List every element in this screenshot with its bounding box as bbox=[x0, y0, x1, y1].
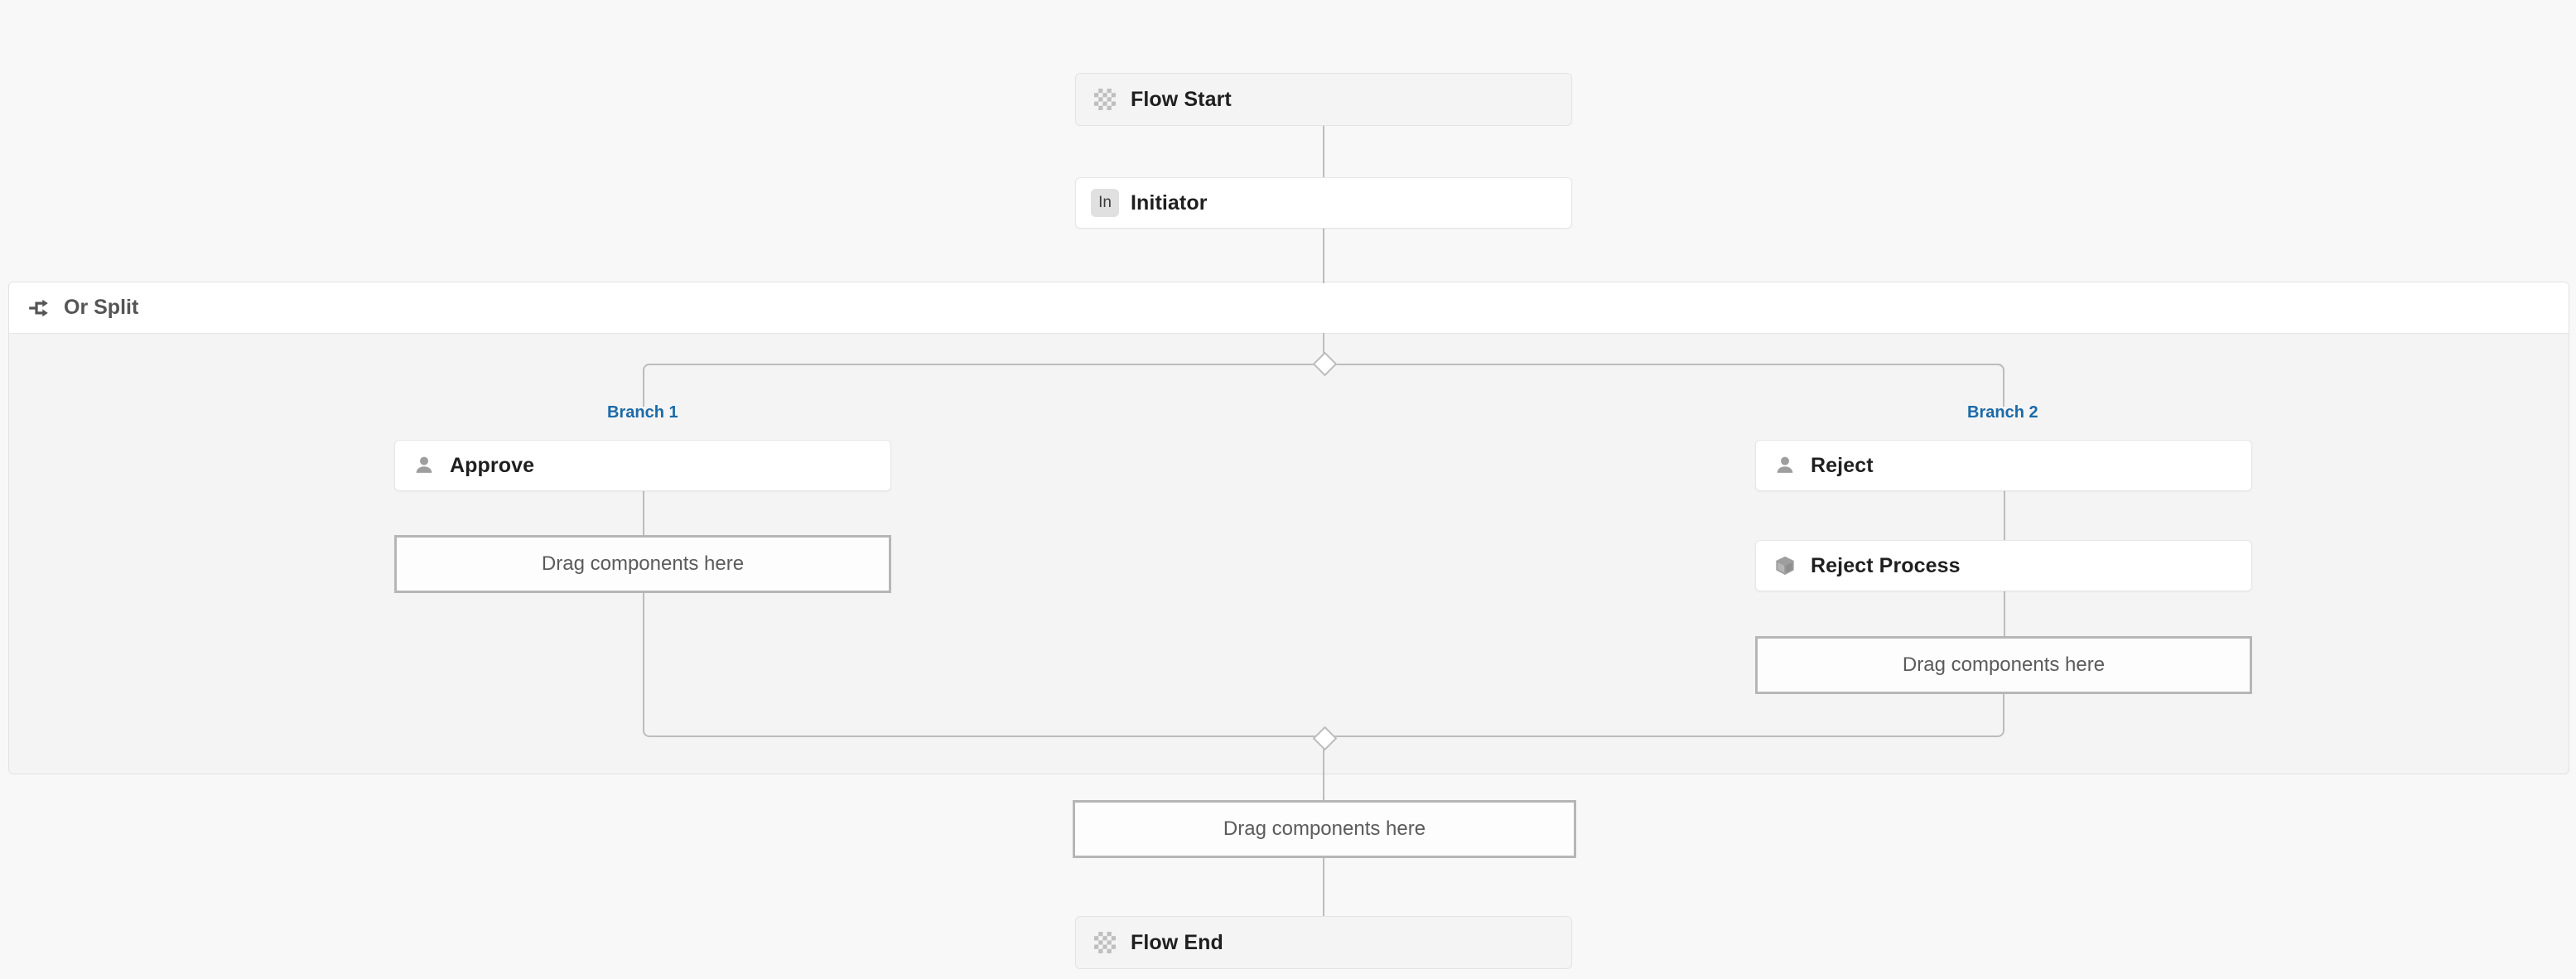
branch-2-label: Branch 2 bbox=[1967, 403, 2038, 422]
approve-node[interactable]: Approve bbox=[394, 440, 891, 491]
connector-rejectprocess-to-dropzone bbox=[2004, 591, 2005, 636]
or-split-title: Or Split bbox=[64, 296, 139, 319]
in-badge-icon: In bbox=[1091, 189, 1119, 217]
connector-orsplit-stub-top bbox=[1323, 333, 1324, 364]
main-dropzone-text: Drag components here bbox=[1223, 817, 1426, 840]
initiator-label: Initiator bbox=[1131, 190, 1208, 215]
connector-merge-to-main-dropzone bbox=[1323, 737, 1324, 800]
branch-2-dropzone-text: Drag components here bbox=[1902, 653, 2106, 676]
branch-1-label: Branch 1 bbox=[607, 403, 678, 422]
branch-2-dropzone[interactable]: Drag components here bbox=[1755, 636, 2252, 694]
connector-start-to-initiator bbox=[1323, 126, 1324, 177]
initiator-node[interactable]: In Initiator bbox=[1075, 177, 1572, 229]
connector-reject-to-rejectprocess bbox=[2004, 491, 2005, 540]
flow-start-label: Flow Start bbox=[1131, 87, 1232, 111]
connector-branch1-merge-elbow bbox=[643, 593, 1324, 737]
branch-1-dropzone[interactable]: Drag components here bbox=[394, 535, 891, 593]
connector-dropzone-to-flowend bbox=[1323, 858, 1324, 916]
connector-split-left-elbow bbox=[643, 364, 1324, 407]
package-box-icon bbox=[1771, 552, 1799, 580]
main-dropzone[interactable]: Drag components here bbox=[1073, 800, 1576, 858]
connector-approve-to-dropzone bbox=[643, 491, 644, 535]
checkerboard-icon bbox=[1091, 928, 1119, 957]
split-fork-icon bbox=[27, 296, 52, 321]
approve-label: Approve bbox=[450, 453, 535, 477]
flow-end-node[interactable]: Flow End bbox=[1075, 916, 1572, 969]
reject-process-node[interactable]: Reject Process bbox=[1755, 540, 2252, 591]
connector-branch2-merge-elbow bbox=[1324, 694, 2004, 737]
flow-end-label: Flow End bbox=[1131, 930, 1223, 954]
checkerboard-icon bbox=[1091, 85, 1119, 113]
connector-split-right-elbow bbox=[1324, 364, 2004, 407]
connector-initiator-to-orsplit bbox=[1323, 229, 1324, 283]
user-icon bbox=[1771, 451, 1799, 480]
reject-label: Reject bbox=[1811, 453, 1874, 477]
flow-start-node[interactable]: Flow Start bbox=[1075, 73, 1572, 126]
user-icon bbox=[410, 451, 438, 480]
reject-process-label: Reject Process bbox=[1811, 553, 1961, 577]
branch-1-dropzone-text: Drag components here bbox=[541, 552, 745, 575]
or-split-header[interactable]: Or Split bbox=[9, 282, 2569, 334]
in-badge-text: In bbox=[1091, 189, 1119, 217]
reject-node[interactable]: Reject bbox=[1755, 440, 2252, 491]
